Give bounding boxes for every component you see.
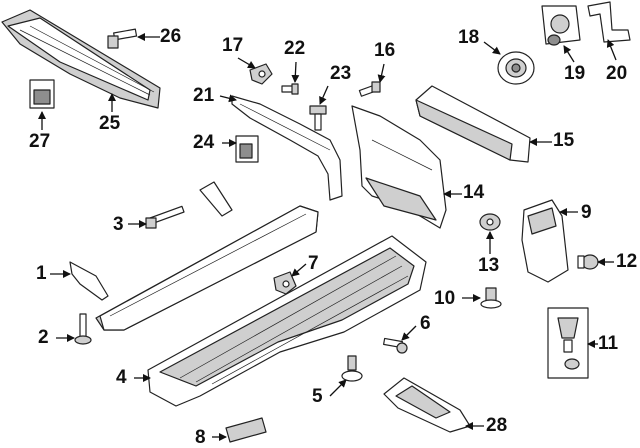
callout-4: 4: [116, 367, 127, 388]
clip-24-part: [235, 135, 259, 163]
callout-3: 3: [113, 214, 124, 235]
bolt-3-part: [145, 205, 185, 229]
step-pad-4-part: [147, 235, 427, 407]
callout-18: 18: [458, 27, 480, 48]
nut-12-part: [577, 254, 599, 270]
callout-2: 2: [38, 327, 49, 348]
push-pin-10-part: [480, 287, 502, 309]
fastener-box-11-part: [547, 307, 589, 379]
callout-7: 7: [308, 253, 319, 274]
callout-15: 15: [553, 130, 575, 151]
callout-19: 19: [564, 63, 586, 84]
callout-20: 20: [606, 63, 628, 84]
callout-27: 27: [29, 131, 51, 152]
callout-6: 6: [420, 313, 431, 334]
bolt-26-part: [107, 28, 138, 49]
callout-21: 21: [193, 85, 215, 106]
reinforcement-14-part: [351, 105, 447, 229]
push-pin-5-part: [341, 355, 363, 382]
clip-7-part: [273, 271, 297, 295]
callout-11: 11: [598, 333, 619, 354]
bolt-23-part: [309, 105, 327, 131]
callout-1: 1: [36, 263, 47, 284]
callout-17: 17: [222, 35, 244, 56]
callout-10: 10: [434, 288, 456, 309]
callout-25: 25: [99, 113, 121, 134]
screw-22-part: [281, 83, 299, 95]
callout-22: 22: [284, 38, 306, 59]
reinforcement-bar-1-part: [69, 181, 319, 331]
screw-6-part: [383, 337, 408, 354]
callout-24: 24: [193, 132, 215, 153]
callout-23: 23: [330, 63, 352, 84]
trim-8-part: [225, 417, 267, 443]
grommet-13-part: [479, 213, 501, 231]
bracket-9-part: [521, 199, 569, 283]
callout-26: 26: [160, 26, 182, 47]
sensor-18-part: [497, 51, 535, 85]
absorber-15-part: [415, 85, 531, 163]
callout-28: 28: [486, 415, 508, 436]
bracket-strip-21-part: [231, 95, 343, 201]
clip-27-part: [29, 79, 55, 109]
screw-16-part: [358, 81, 381, 97]
callout-14: 14: [463, 182, 485, 203]
callout-8: 8: [195, 427, 206, 448]
callout-9: 9: [581, 202, 592, 223]
callout-13: 13: [478, 255, 500, 276]
nut-17-part: [249, 63, 273, 85]
callout-5: 5: [312, 386, 323, 407]
bolt-2-part: [74, 313, 92, 345]
callout-12: 12: [616, 251, 638, 272]
bracket-20-part: [587, 1, 631, 43]
callout-16: 16: [374, 40, 396, 61]
impact-strip-part: [1, 9, 161, 109]
sensor-bracket-19-part: [541, 5, 581, 46]
leader-lines: [38, 33, 617, 441]
